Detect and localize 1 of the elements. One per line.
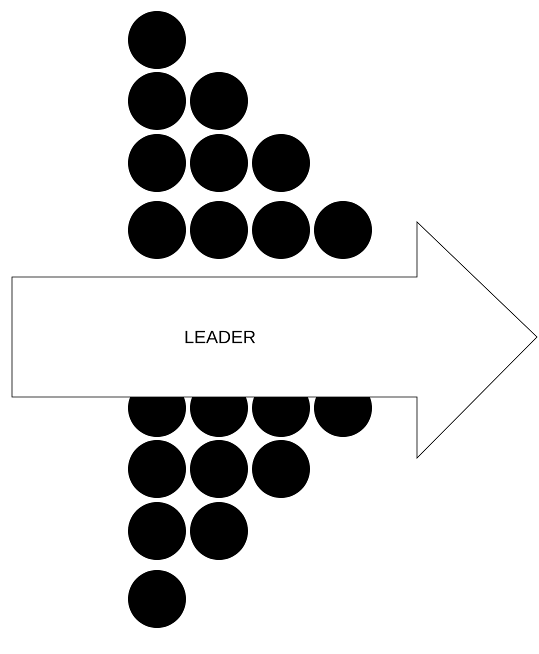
- node-label: LEADER: [186, 330, 256, 344]
